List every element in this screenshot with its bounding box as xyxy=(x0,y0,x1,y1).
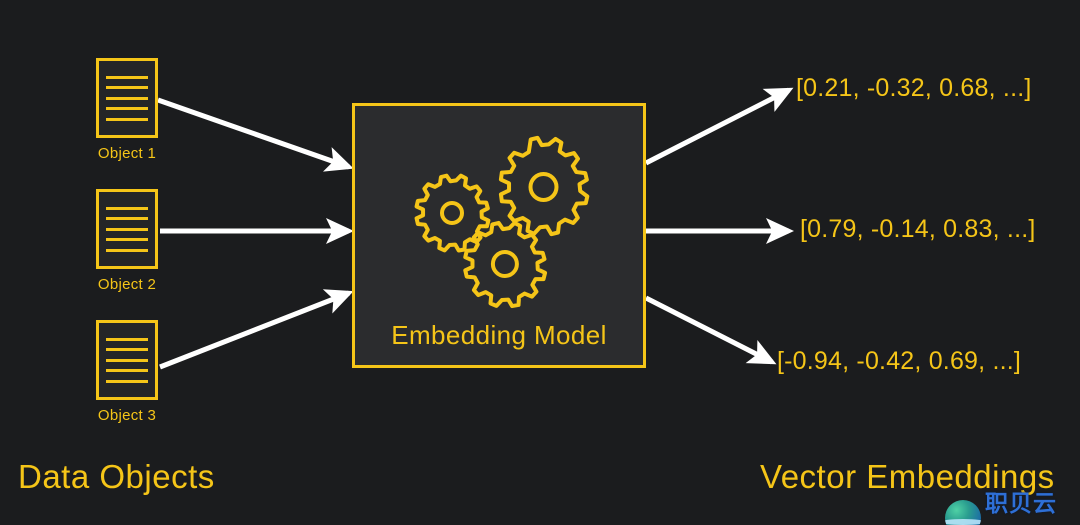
document-line xyxy=(106,217,148,220)
document-line xyxy=(106,248,148,252)
gear-small-icon xyxy=(414,173,491,253)
watermark: 职贝云数 xyxy=(945,484,1080,525)
data-objects-caption: Data Objects xyxy=(18,458,215,495)
data-object-label: Object 2 xyxy=(97,276,157,293)
document-line xyxy=(106,107,148,110)
document-line xyxy=(106,379,148,383)
embedding-model-label: Embedding Model xyxy=(391,320,607,350)
document-line xyxy=(106,369,148,372)
gear-medium-icon xyxy=(463,220,548,309)
document-line xyxy=(106,337,148,341)
arrow-model-to-vector1 xyxy=(644,87,794,166)
document-line xyxy=(106,348,148,351)
document-line xyxy=(106,117,148,121)
document-icon xyxy=(96,58,158,138)
document-line xyxy=(106,358,148,362)
document-icon xyxy=(96,320,158,400)
data-object-label: Object 1 xyxy=(97,145,157,162)
data-object-1[interactable]: Object 1 xyxy=(62,58,192,162)
vector-embedding-3: [-0.94, -0.42, 0.69, ...] xyxy=(777,347,1022,375)
globe-wave-logo-icon xyxy=(945,500,981,525)
vector-embedding-1: [0.21, -0.32, 0.68, ...] xyxy=(796,74,1032,102)
arrow-model-to-vector3 xyxy=(644,295,777,365)
document-line xyxy=(106,75,148,79)
document-line xyxy=(106,96,148,100)
data-object-2[interactable]: Object 2 xyxy=(62,189,192,293)
embedding-model-box[interactable]: Embedding Model xyxy=(352,103,646,368)
data-object-label: Object 3 xyxy=(97,407,157,424)
gear-large-icon xyxy=(498,135,590,237)
data-object-3[interactable]: Object 3 xyxy=(62,320,192,424)
gears-icon xyxy=(384,120,614,320)
document-line xyxy=(106,227,148,231)
watermark-text: 职贝云数 xyxy=(985,490,1057,525)
vector-embedding-2: [0.79, -0.14, 0.83, ...] xyxy=(800,215,1036,243)
document-icon xyxy=(96,189,158,269)
document-line xyxy=(106,86,148,89)
document-line xyxy=(106,206,148,210)
vector-embeddings-caption: Vector Embeddings xyxy=(760,458,1055,495)
document-line xyxy=(106,238,148,241)
